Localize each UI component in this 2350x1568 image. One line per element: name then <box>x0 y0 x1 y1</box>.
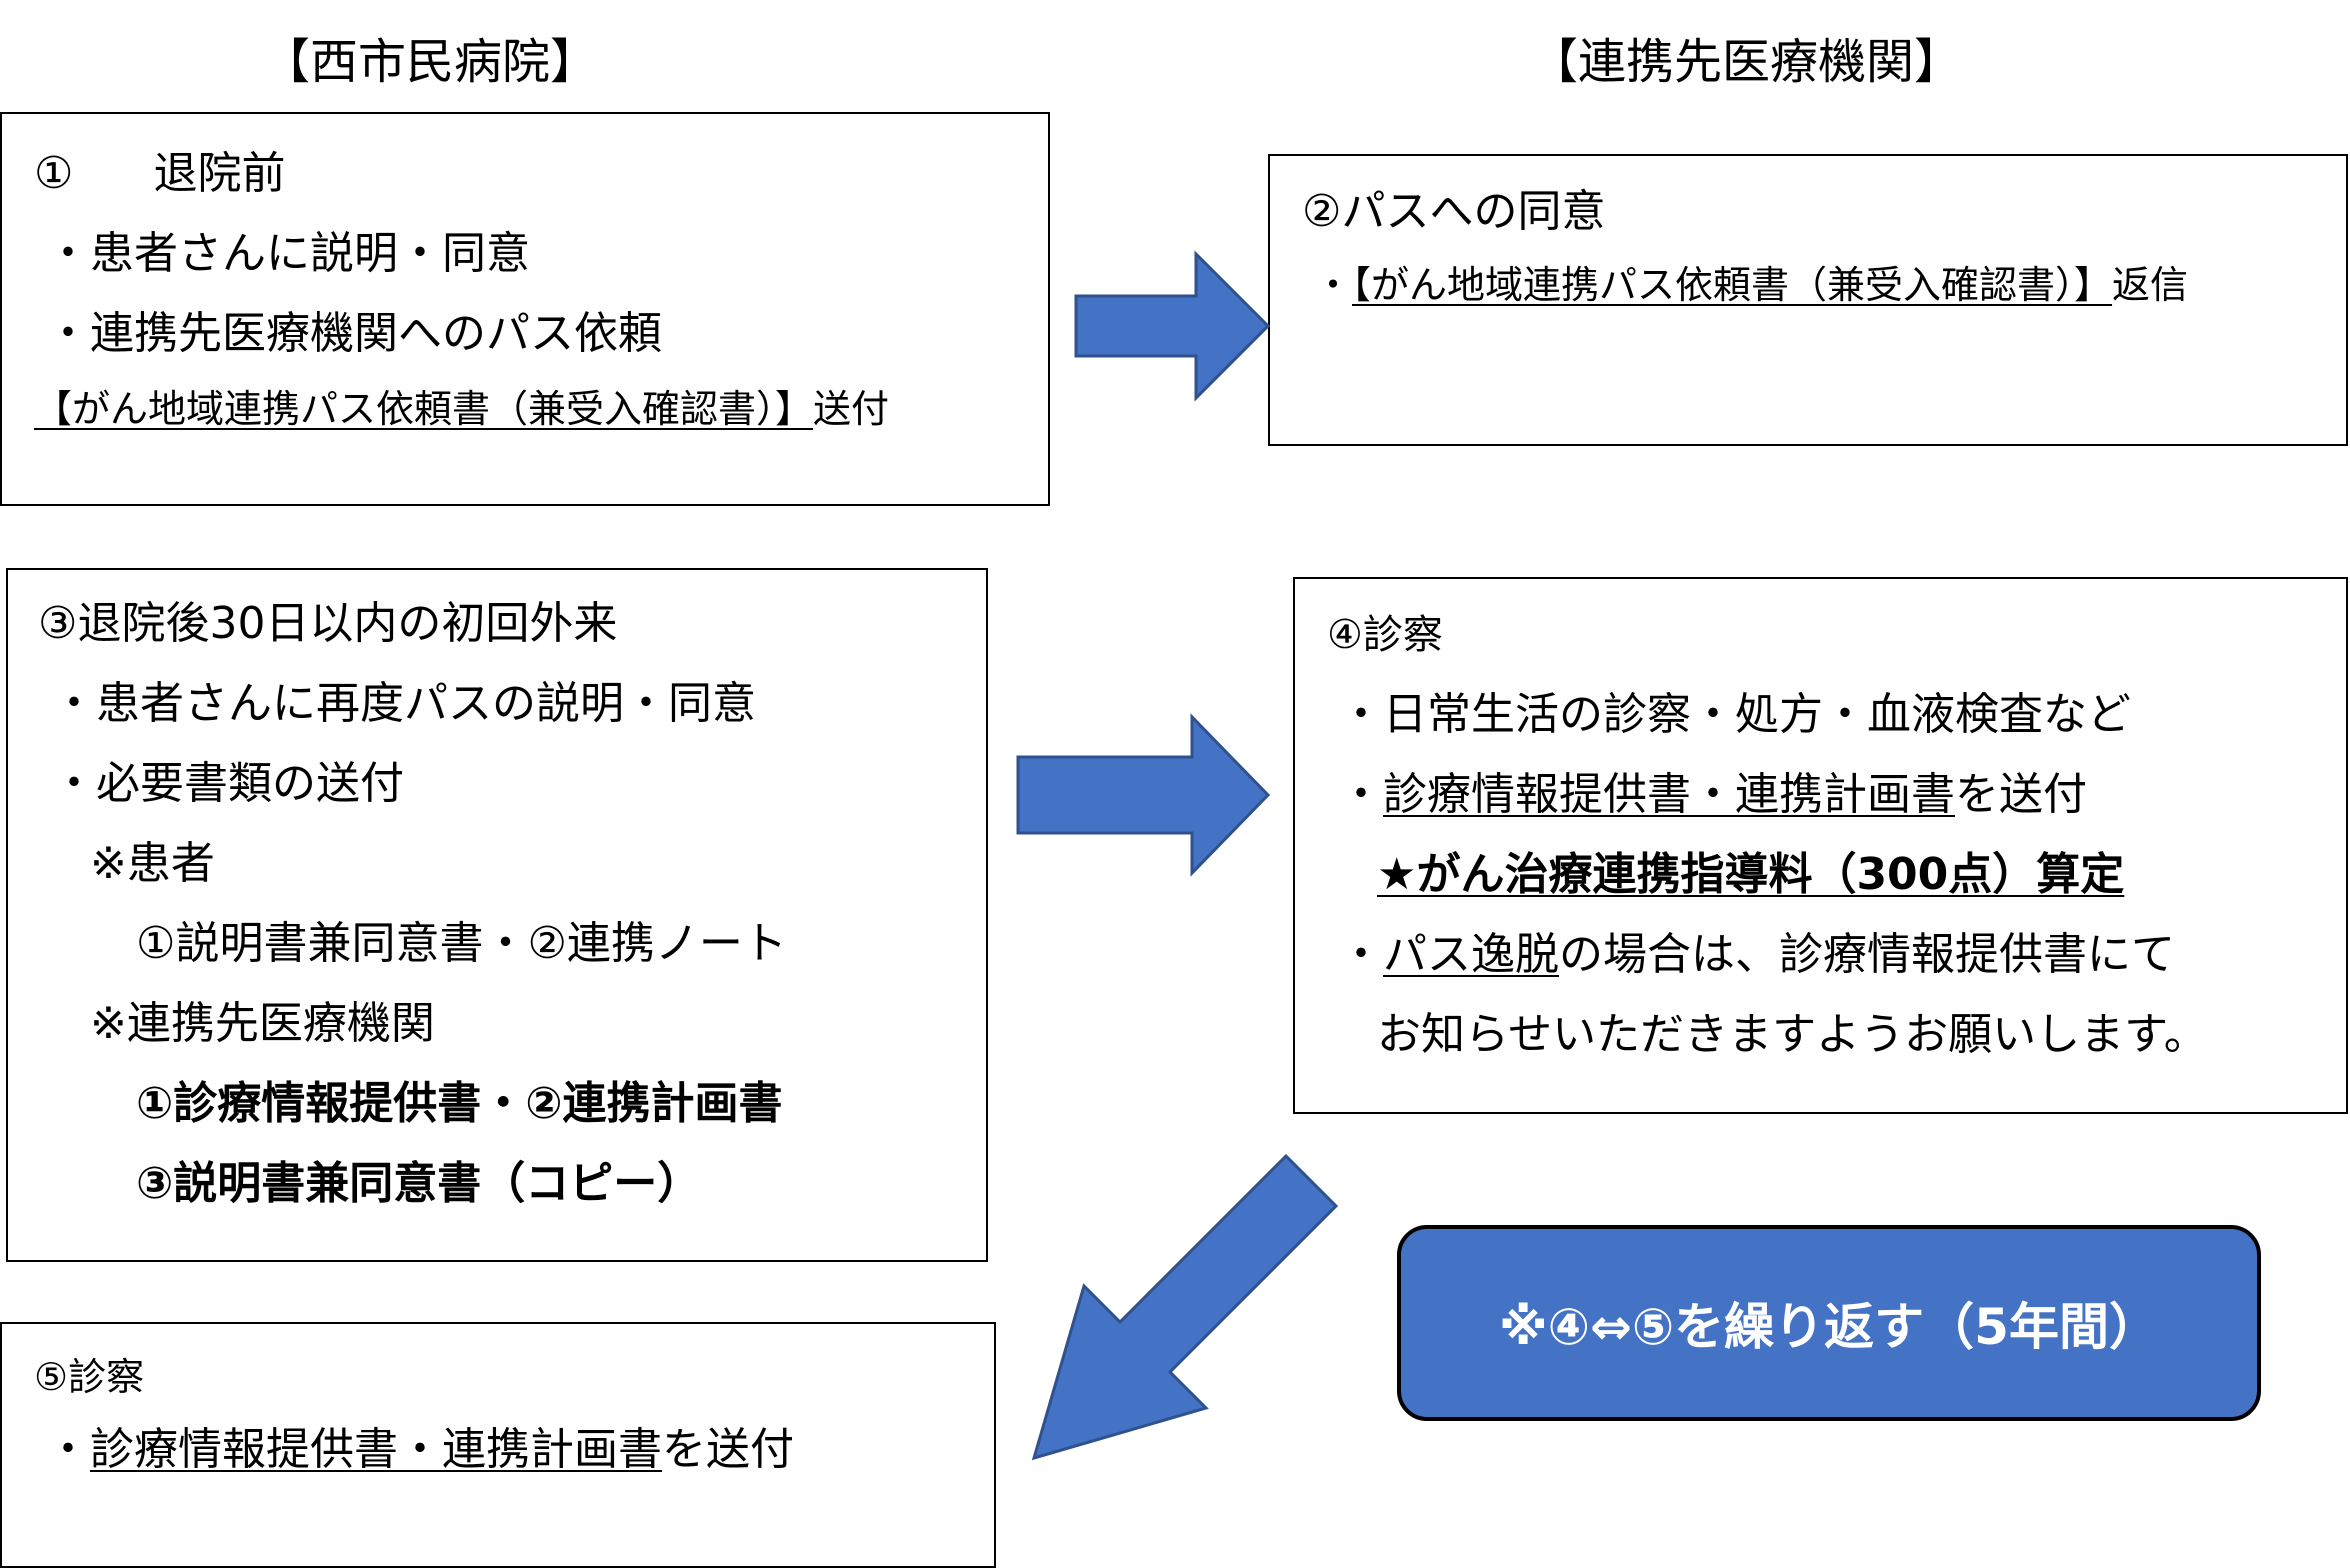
step2-doc-line: ・【がん地域連携パス依頼書（兼受入確認書）】返信 <box>1314 266 2188 304</box>
header-partner-institution: 【連携先医療機関】 <box>1530 34 1963 90</box>
step5-send-suffix: を送付 <box>662 1424 794 1475</box>
step1-number: ① <box>34 148 74 199</box>
bullet-mark: ・ <box>1314 263 1353 307</box>
step4-item-deviation: ・パス逸脱の場合は、診療情報提供書にて <box>1339 933 2175 977</box>
step3-patient-label: ※患者 <box>90 838 215 889</box>
bullet-mark: ・ <box>1339 929 1383 980</box>
step4-send-docs-link: 診療情報提供書・連携計画書 <box>1383 769 1955 820</box>
bullet-mark: ・ <box>46 308 90 359</box>
step3-first-outpatient-box: ③退院後30日以内の初回外来 ・患者さんに再度パスの説明・同意 ・必要書類の送付… <box>6 568 988 1262</box>
step3-patient-docs: ①説明書兼同意書・②連携ノート <box>136 918 787 969</box>
bullet-mark: ・ <box>52 678 96 729</box>
step4-item-daily: ・日常生活の診察・処方・血液検査など <box>1339 693 2131 737</box>
step2-consent-box: ②パスへの同意 ・【がん地域連携パス依頼書（兼受入確認書）】返信 <box>1268 154 2348 446</box>
step3-title: ③退院後30日以内の初回外来 <box>38 598 618 649</box>
repeat-cycle-note: ※④⇔⑤を繰り返す（5年間） <box>1397 1225 2261 1421</box>
step1-item-request: ・連携先医療機関へのパス依頼 <box>46 312 662 356</box>
step5-examination-box: ⑤診察 ・診療情報提供書・連携計画書を送付 <box>0 1322 996 1568</box>
bullet-mark: ・ <box>46 228 90 279</box>
step4-item-daily-text: 日常生活の診察・処方・血液検査など <box>1383 689 2131 740</box>
bullet-mark: ・ <box>1339 769 1383 820</box>
step4-title: ④診察 <box>1327 612 1443 658</box>
step4-send-suffix: を送付 <box>1955 769 2087 820</box>
bullet-mark: ・ <box>46 1424 90 1475</box>
arrow-down-left-step4-to-step5-icon <box>1031 1153 1339 1461</box>
step4-deviation-suffix: の場合は、診療情報提供書にて <box>1559 929 2175 980</box>
arrow-right-step3-to-step4-icon <box>1016 713 1271 877</box>
step3-partner-label: ※連携先医療機関 <box>90 998 435 1049</box>
step5-send-docs-link: 診療情報提供書・連携計画書 <box>90 1424 662 1475</box>
step5-title: ⑤診察 <box>34 1355 145 1399</box>
step1-title-text: 退院前 <box>153 148 286 199</box>
step3-partner-docs-2: ③説明書兼同意書（コピー） <box>136 1158 702 1209</box>
step1-item-explain: ・患者さんに説明・同意 <box>46 232 530 276</box>
step4-deviation-link: パス逸脱 <box>1383 929 1559 980</box>
header-west-city-hospital: 【西市民病院】 <box>262 34 599 90</box>
step5-item-send: ・診療情報提供書・連携計画書を送付 <box>46 1428 794 1472</box>
bullet-mark: ・ <box>52 758 96 809</box>
step1-doc-suffix: 送付 <box>813 387 890 431</box>
step1-doc-line: 【がん地域連携パス依頼書（兼受入確認書）】送付 <box>34 390 889 428</box>
step4-item-send: ・診療情報提供書・連携計画書を送付 <box>1339 773 2087 817</box>
bullet-mark: ・ <box>1339 689 1383 740</box>
step4-item-deviation-cont: お知らせいただきますようお願いします。 <box>1377 1009 2208 1060</box>
step3-item-explain-again-text: 患者さんに再度パスの説明・同意 <box>96 678 756 729</box>
step3-partner-docs-1: ①診療情報提供書・②連携計画書 <box>136 1078 783 1129</box>
step3-item-explain-again: ・患者さんに再度パスの説明・同意 <box>52 682 756 726</box>
step2-doc-suffix: 返信 <box>2112 263 2189 307</box>
step3-item-send-docs: ・必要書類の送付 <box>52 762 404 806</box>
step3-item-send-docs-text: 必要書類の送付 <box>96 758 404 809</box>
step1-doc-name: 【がん地域連携パス依頼書（兼受入確認書）】 <box>34 387 814 431</box>
step4-fee-note: ★がん治療連携指導料（300点）算定 <box>1377 849 2125 900</box>
step1-item-explain-text: 患者さんに説明・同意 <box>90 228 530 279</box>
arrow-right-step1-to-step2-icon <box>1074 250 1271 402</box>
step2-title: ②パスへの同意 <box>1302 186 1606 237</box>
step1-item-request-text: 連携先医療機関へのパス依頼 <box>90 308 662 359</box>
step4-examination-box: ④診察 ・日常生活の診察・処方・血液検査など ・診療情報提供書・連携計画書を送付… <box>1293 577 2348 1114</box>
step2-doc-name: 【がん地域連携パス依頼書（兼受入確認書）】 <box>1352 263 2113 307</box>
